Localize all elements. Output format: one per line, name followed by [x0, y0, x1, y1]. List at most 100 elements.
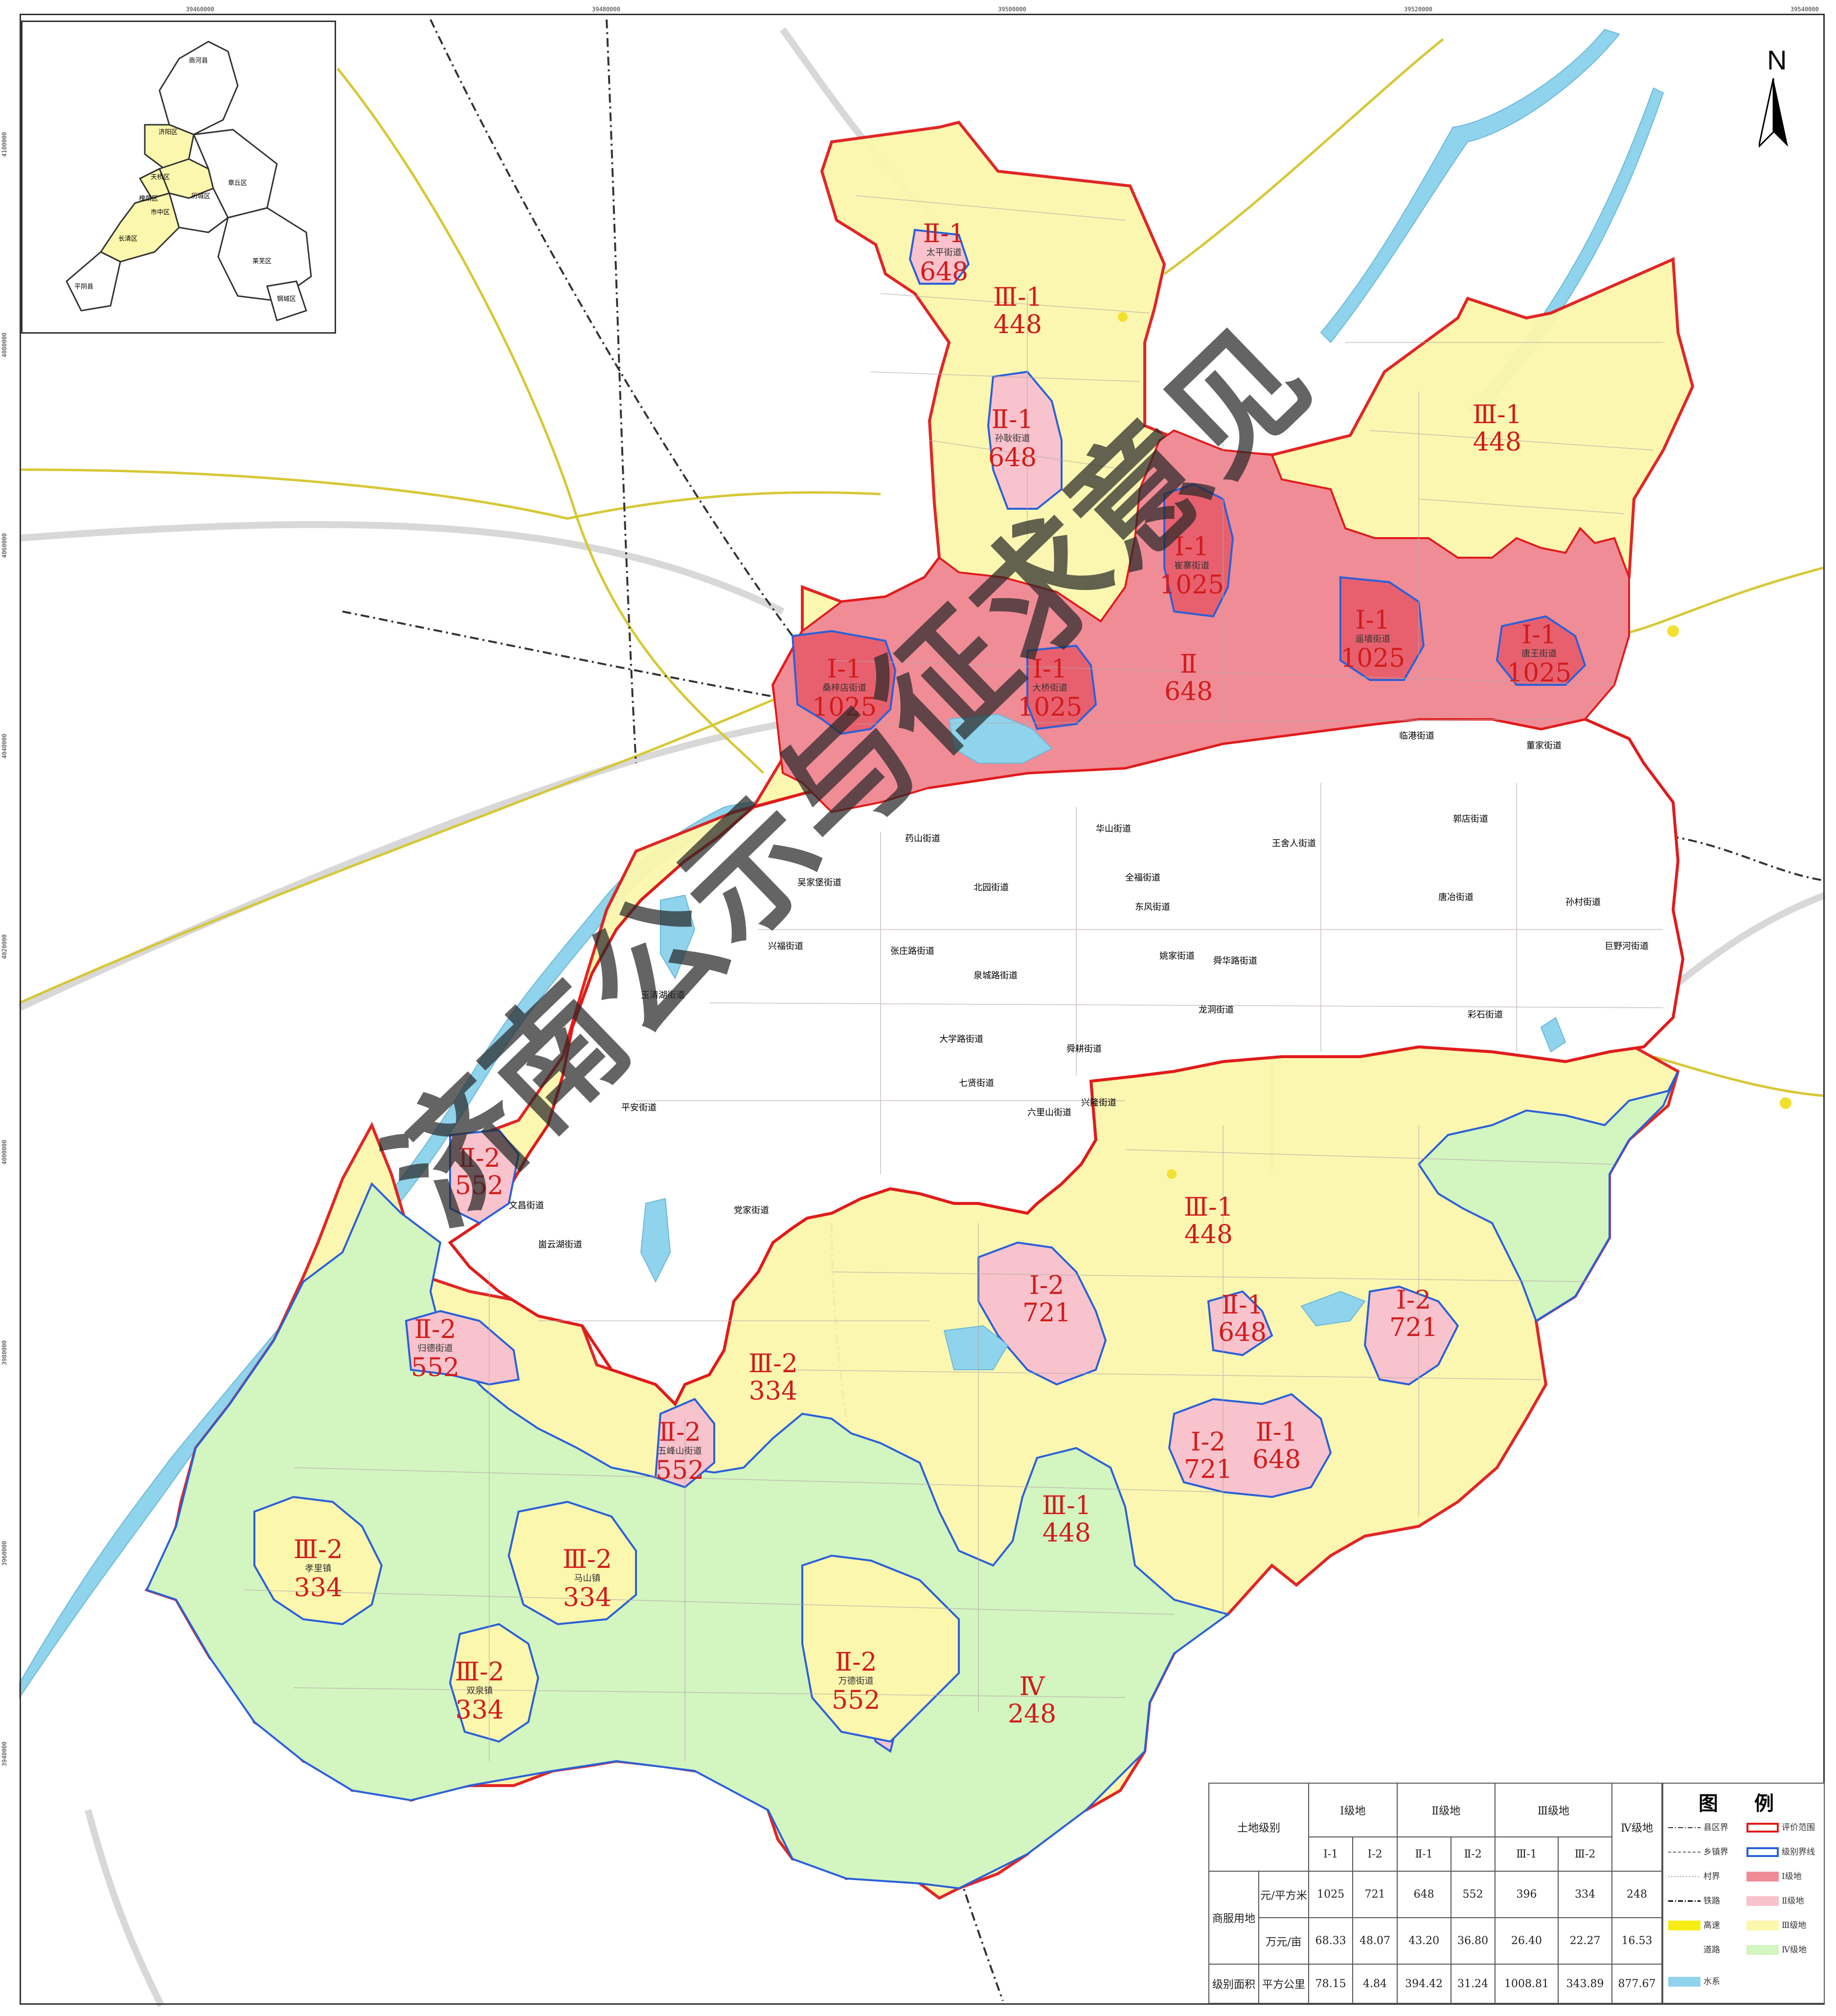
table-header-grade2: Ⅱ级地 [1396, 1783, 1496, 1837]
table-subheader: Ⅱ-1 [1396, 1836, 1451, 1872]
legend-county-boundary: 县区界 [1668, 1823, 1728, 1833]
table-header-land-grade: 土地级别 [1208, 1783, 1309, 1872]
coord-left-8: 3960000 [1, 1541, 8, 1566]
coord-left-9: 3940000 [1, 1742, 8, 1767]
table-cell: 248 [1611, 1871, 1662, 1918]
outer-roads [18, 27, 1826, 2008]
coord-top-5: 39540000 [1791, 6, 1819, 13]
inset-label-changqing: 长清区 [118, 235, 138, 243]
coord-top-3: 39500000 [998, 6, 1026, 13]
map-legend: 图 例 县区界 评价范围 乡镇界 级别界线 村界 Ⅰ级地 铁路 Ⅱ级地 高速 Ⅲ… [1662, 1783, 1825, 2004]
table-cell: 31.24 [1450, 1964, 1496, 2004]
district-label: 孙村街道 [1565, 897, 1601, 907]
district-label: 华山街道 [1096, 824, 1131, 834]
district-label: 玉清湖街道 [641, 990, 685, 1000]
table-cell: 1008.81 [1494, 1964, 1559, 2004]
district-label: 张庄路街道 [890, 946, 934, 956]
district-label: 彩石街道 [1468, 1010, 1503, 1020]
table-unit-mu: 万元/亩 [1258, 1917, 1309, 1965]
legend-highway: 高速 [1668, 1916, 1742, 1935]
table-cell: 43.20 [1396, 1917, 1451, 1965]
table-cell: 648 [1396, 1871, 1451, 1918]
inset-label-shanghe: 商河县 [189, 57, 208, 65]
table-subheader: Ⅰ-1 [1308, 1836, 1354, 1872]
grade1-cores [791, 483, 1587, 735]
district-label: 龙洞街道 [1199, 1005, 1234, 1015]
table-cell: 877.67 [1611, 1964, 1662, 2004]
table-cell: 343.89 [1558, 1964, 1612, 2004]
table-header-grade3: Ⅲ级地 [1494, 1783, 1613, 1837]
district-label: 药山街道 [905, 834, 940, 844]
urban-core [448, 717, 1685, 1407]
table-cell: 1025 [1308, 1871, 1354, 1918]
table-header-grade4: Ⅳ级地 [1611, 1783, 1662, 1872]
coord-left-3: 4060000 [1, 533, 8, 558]
coord-left-2: 4080000 [1, 333, 8, 358]
table-subheader: Ⅲ-2 [1558, 1836, 1612, 1872]
north-arrow-icon [1759, 78, 1788, 148]
district-label: 巨野河街道 [1605, 941, 1649, 951]
legend-eval-range: 评价范围 [1746, 1818, 1820, 1837]
legend-grade1: Ⅰ级地 [1746, 1867, 1820, 1886]
table-subheader: Ⅲ-1 [1494, 1836, 1559, 1872]
district-label: 东风街道 [1135, 902, 1170, 912]
legend-town-boundary: 乡镇界 [1668, 1847, 1728, 1857]
coord-left-5: 4020000 [1, 934, 8, 959]
district-label: 郭店街道 [1453, 814, 1488, 824]
lakes [640, 713, 1566, 1370]
village-boundaries [244, 195, 1664, 1761]
district-label: 舜耕街道 [1066, 1044, 1102, 1054]
district-label: 全福街道 [1125, 873, 1160, 883]
district-label: 兴隆街道 [1081, 1098, 1116, 1108]
table-area-unit: 平方公里 [1258, 1964, 1309, 2004]
coord-left-7: 3980000 [1, 1340, 8, 1365]
north-letter: N [1767, 45, 1787, 75]
district-label: 唐冶街道 [1438, 892, 1473, 903]
inset-svg [66, 41, 312, 321]
district-label: 北园街道 [974, 883, 1009, 893]
table-cell: 22.27 [1558, 1917, 1612, 1965]
inset-label-laiwu: 莱芜区 [252, 258, 272, 265]
inset-label-jiyang: 济阳区 [159, 129, 178, 136]
district-label: 平安街道 [621, 1103, 657, 1113]
table-cell: 16.53 [1611, 1917, 1662, 1965]
table-cell: 68.33 [1308, 1917, 1354, 1965]
inset-label-licheng: 历城区 [191, 193, 211, 200]
highway-nodes [1118, 312, 1791, 1179]
inset-label-shizhong: 市中区 [151, 209, 170, 216]
legend-grade4: Ⅳ级地 [1746, 1940, 1820, 1960]
inset-label-zhangqiu: 章丘区 [228, 180, 248, 187]
inset-label-pingyin: 平阴县 [74, 283, 94, 291]
legend-railway: 铁路 [1668, 1896, 1720, 1906]
district-label: 兴福街道 [768, 941, 803, 951]
coord-top-4: 39520000 [1404, 6, 1432, 13]
inset-locator-map: 商河县 济阳区 天桥区 历城区 章丘区 槐荫区 市中区 长清区 莱芜区 钢城区 … [21, 21, 336, 334]
district-label: 舜华路街道 [1213, 956, 1257, 966]
legend-road: 道路 [1703, 1945, 1720, 1955]
district-label: 文昌街道 [509, 1201, 544, 1211]
table-subheader: Ⅱ-2 [1450, 1836, 1496, 1872]
table-cell: 48.07 [1352, 1917, 1398, 1965]
table-use-label: 商服用地 [1208, 1871, 1259, 1965]
district-label: 崮云湖街道 [538, 1240, 582, 1250]
table-header-grade1: Ⅰ级地 [1308, 1783, 1398, 1837]
table-cell: 396 [1494, 1871, 1559, 1918]
district-label: 七贤街道 [959, 1078, 994, 1088]
district-label: 六里山街道 [1027, 1108, 1071, 1118]
